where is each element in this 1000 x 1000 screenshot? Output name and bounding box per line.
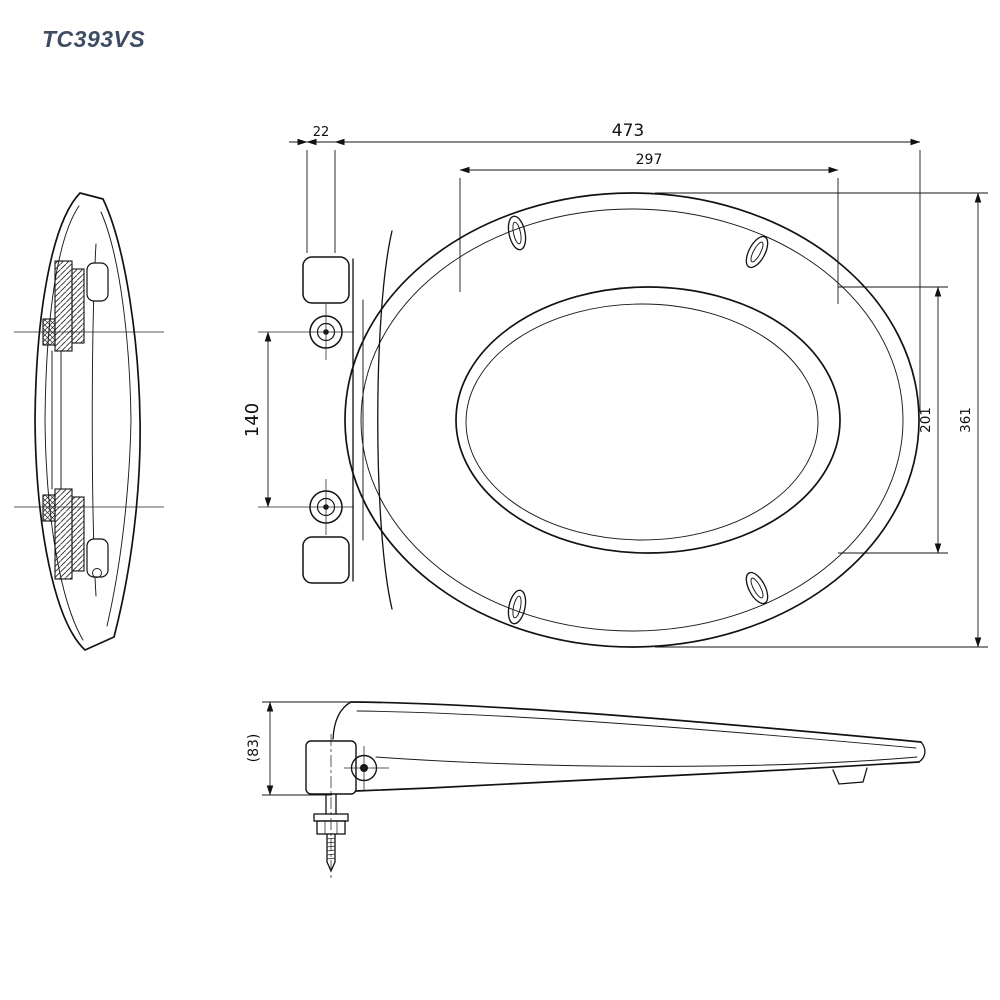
screw-hole (92, 568, 102, 578)
dim-opening-width-label: 201 (918, 407, 934, 433)
hinge-bolt-top (258, 304, 354, 360)
top-view (258, 192, 920, 648)
front-view (305, 701, 926, 878)
bumper-bottom-right (745, 571, 769, 605)
dimension-annotations: 473 22 297 140 201 361 (83) (242, 121, 988, 796)
hinge-bolt-section (42, 318, 56, 346)
drawing-title: TC393VS (42, 26, 146, 52)
seat-rim-line (360, 208, 904, 632)
hinge-cap-section (86, 538, 109, 578)
bumper-top-left (507, 215, 527, 251)
seat-opening-edge (455, 286, 841, 554)
dim-side-height-label: (83) (246, 734, 262, 763)
hinge-cap-section (86, 262, 109, 302)
side-view (34, 192, 141, 651)
seat-outer-edge (344, 192, 920, 648)
bumper-bottom-left (507, 589, 527, 625)
hinge-bolt-section (42, 494, 56, 522)
side-view-upper-hinge-section (42, 260, 109, 352)
mounting-bolt (313, 734, 349, 878)
hinge-cap-bottom (302, 536, 350, 584)
bumper-top-right (745, 235, 769, 269)
hinge-bolt-bottom (258, 479, 354, 535)
lid-hinge-edge (377, 230, 393, 610)
side-view-lower-hinge-section (42, 488, 109, 580)
dim-hinge-spacing-label: 140 (242, 403, 263, 437)
dim-inner-length-label: 297 (636, 152, 663, 168)
dim-overall-width-label: 361 (958, 407, 974, 433)
seat-opening-inner-line (465, 303, 819, 541)
hinge-cap-top (302, 256, 350, 304)
dim-overall-length-label: 473 (612, 121, 644, 141)
bumper-underside (832, 767, 868, 785)
dim-hinge-offset-label: 22 (313, 125, 330, 140)
